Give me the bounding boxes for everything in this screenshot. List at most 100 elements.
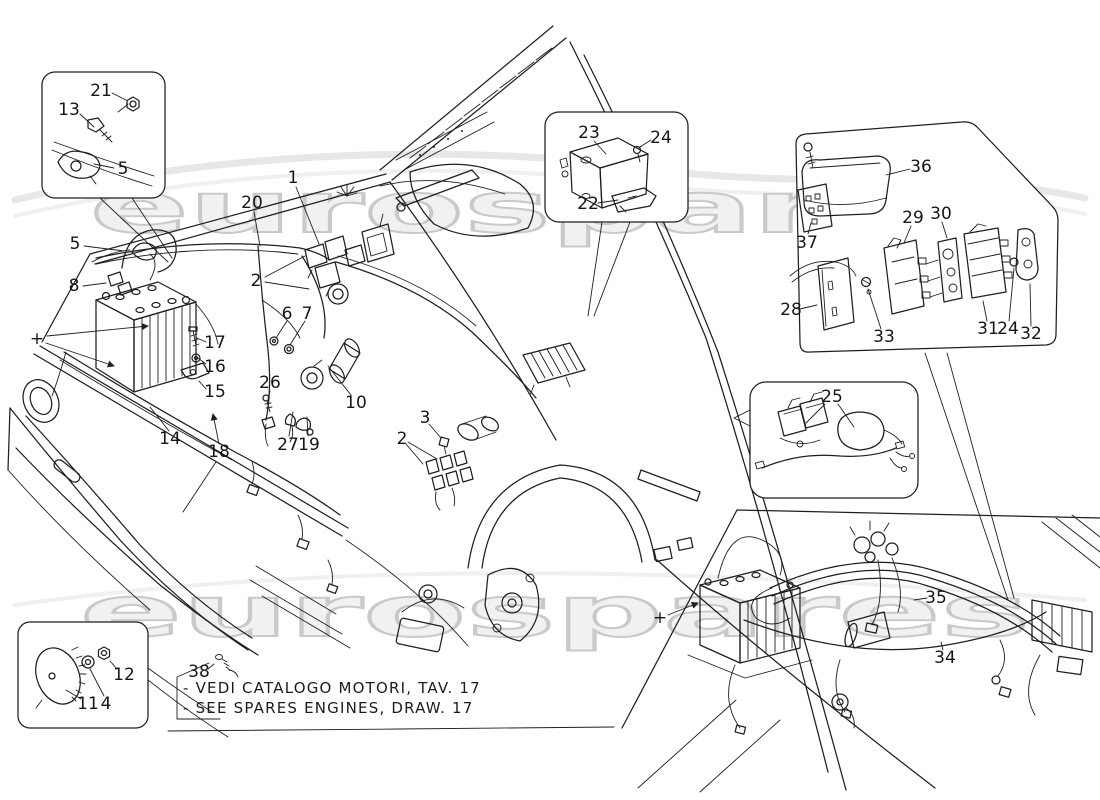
callout-leader-13	[79, 113, 95, 128]
callout-leader-27	[288, 411, 294, 437]
callout-+: +	[30, 329, 44, 349]
callout-20: 20	[241, 193, 263, 213]
callout-leader-10	[327, 365, 352, 396]
callout-leader-2	[264, 281, 310, 290]
inset-terminal-detail	[41, 71, 173, 263]
callout-leader-5	[93, 163, 115, 169]
callout-leader-24	[1008, 267, 1015, 322]
terminal-clamp-and-connector	[91, 229, 177, 296]
callout-leader-19	[306, 416, 309, 437]
callout-18: 18	[208, 442, 230, 462]
callout-+: +	[653, 608, 667, 628]
callout-leader-33	[867, 288, 882, 330]
callout-38: 38	[188, 662, 210, 682]
callout-leader-17	[196, 337, 207, 343]
callout-leader-3	[428, 423, 442, 439]
inset-relay-detail	[544, 111, 689, 317]
callout-13: 13	[58, 100, 80, 120]
note-line-italian: - VEDI CATALOGO MOTORI, TAV. 17	[183, 679, 481, 697]
callout-16: 16	[204, 357, 226, 377]
callout-leader-18	[210, 413, 220, 445]
callout-24: 24	[997, 319, 1019, 339]
callout-10: 10	[345, 393, 367, 413]
callout-leader-21	[111, 92, 127, 101]
callout-leader-23	[593, 140, 607, 155]
callout-14: 14	[159, 429, 181, 449]
callout-leader-14	[149, 406, 170, 432]
front-bumper	[7, 407, 615, 738]
callout-leader-2	[407, 441, 438, 460]
connector-block	[425, 415, 499, 511]
front-wheel-arch	[389, 181, 656, 642]
callout-21: 21	[90, 81, 112, 101]
callout-1: 1	[288, 168, 299, 188]
callout-leader-15	[198, 380, 207, 390]
callout-31: 31	[977, 319, 999, 339]
callout-28: 28	[780, 300, 802, 320]
relay-cluster	[304, 235, 366, 305]
callout-leader-6	[275, 320, 288, 339]
callout-leader-2	[405, 443, 424, 465]
main-view	[7, 25, 936, 791]
callout-leader-25	[837, 403, 855, 428]
callout-30: 30	[930, 204, 952, 224]
callout-15: 15	[204, 382, 226, 402]
secondary-fuse-box	[991, 599, 1093, 716]
callout-leader-20	[253, 211, 261, 247]
callout-leader-22	[597, 199, 619, 204]
callout-leader-16	[197, 357, 207, 365]
callout-2: 2	[397, 429, 408, 449]
callout-26: 26	[259, 373, 281, 393]
callout-leader-12	[109, 660, 118, 670]
callout-36: 36	[910, 157, 932, 177]
note-block: - VEDI CATALOGO MOTORI, TAV. 17 - SEE SP…	[176, 654, 481, 720]
watermark-text-bottom: eurospares	[80, 571, 1030, 653]
secondary-view	[621, 509, 1100, 793]
callout-6: 6	[282, 304, 293, 324]
callout-leader-35	[913, 597, 928, 601]
callout-leader-28	[799, 304, 818, 310]
battery	[95, 281, 219, 393]
callout-22: 22	[577, 194, 599, 214]
callout-leader-4	[89, 668, 105, 697]
callout-24: 24	[650, 128, 672, 148]
callout-leader-+	[46, 323, 149, 337]
callout-leader-2	[264, 255, 306, 278]
callout-2: 2	[251, 271, 262, 291]
callout-23: 23	[578, 123, 600, 143]
cowl-fuse-box	[522, 342, 586, 396]
note-line-english: - SEE SPARES ENGINES, DRAW. 17	[183, 699, 474, 717]
callout-leader-5	[83, 245, 125, 252]
callout-leader-7	[289, 320, 306, 346]
callout-leader-31	[982, 300, 988, 322]
ignition-switch	[300, 338, 361, 390]
inset-fusebox-detail	[789, 121, 1059, 601]
windshield	[379, 25, 567, 237]
inset-horn-detail	[17, 621, 149, 729]
callout-leader-8	[82, 282, 107, 287]
small-fasteners	[180, 326, 450, 455]
secondary-small-connectors	[653, 537, 694, 563]
callout-leader-38	[207, 663, 215, 670]
callout-leader-25	[805, 403, 826, 424]
secondary-ignition-cluster	[831, 520, 901, 729]
callout-12: 12	[113, 665, 135, 685]
callout-8: 8	[69, 276, 80, 296]
callout-33: 33	[873, 327, 895, 347]
callout-5: 5	[70, 234, 81, 254]
callout-32: 32	[1020, 324, 1042, 344]
callout-leader-32	[1029, 283, 1032, 327]
callout-leader-+	[45, 342, 115, 368]
callout-leader-11	[65, 689, 82, 700]
callout-leader-36	[885, 168, 911, 176]
engine-bay-edges	[33, 173, 391, 537]
callout-leader-1	[295, 186, 320, 245]
watermark-band-bottom: eurospares	[13, 570, 1087, 654]
callout-leader-26	[267, 390, 271, 400]
callout-leader-+	[667, 601, 699, 616]
front-harness	[22, 351, 341, 595]
inset-relay-harness-detail	[733, 381, 919, 499]
callout-34: 34	[934, 648, 956, 668]
